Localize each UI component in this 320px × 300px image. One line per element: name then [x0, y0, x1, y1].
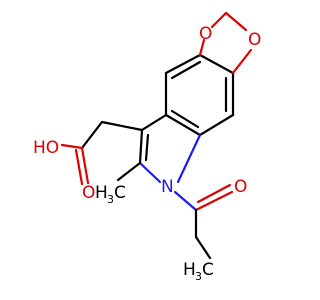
- structure-diagram: O O HO O N O H 3 C H 3 C: [33, 11, 261, 283]
- ketone-oxygen-label: O: [234, 177, 247, 197]
- methyl-c-label: C: [114, 183, 126, 203]
- ethyl-terminal-label: H 3 C: [183, 260, 214, 283]
- ethyl-c-label: C: [202, 260, 214, 280]
- acetic-acid-group: [60, 120, 144, 186]
- pyrrole-ring: [138, 113, 202, 184]
- acid-carbonyl-oxygen-label: O: [82, 183, 95, 203]
- ethyl-h-label: H: [183, 260, 196, 280]
- ring-oxygen-left-label: O: [199, 24, 212, 44]
- methyl-group-bond: [116, 161, 142, 182]
- methyl-subscript: 3: [107, 193, 114, 206]
- dioxole-ring: [198, 11, 253, 75]
- ethyl-subscript: 3: [195, 270, 202, 283]
- ring-oxygen-right-label: O: [248, 30, 261, 50]
- butanoyl-group: [173, 183, 234, 260]
- nitrogen-label: N: [161, 177, 174, 197]
- methyl-h-label: H: [95, 183, 108, 203]
- methyl-label: H 3 C: [95, 183, 126, 206]
- benzene-ring: [164, 53, 235, 137]
- hydroxyl-label: HO: [33, 138, 59, 158]
